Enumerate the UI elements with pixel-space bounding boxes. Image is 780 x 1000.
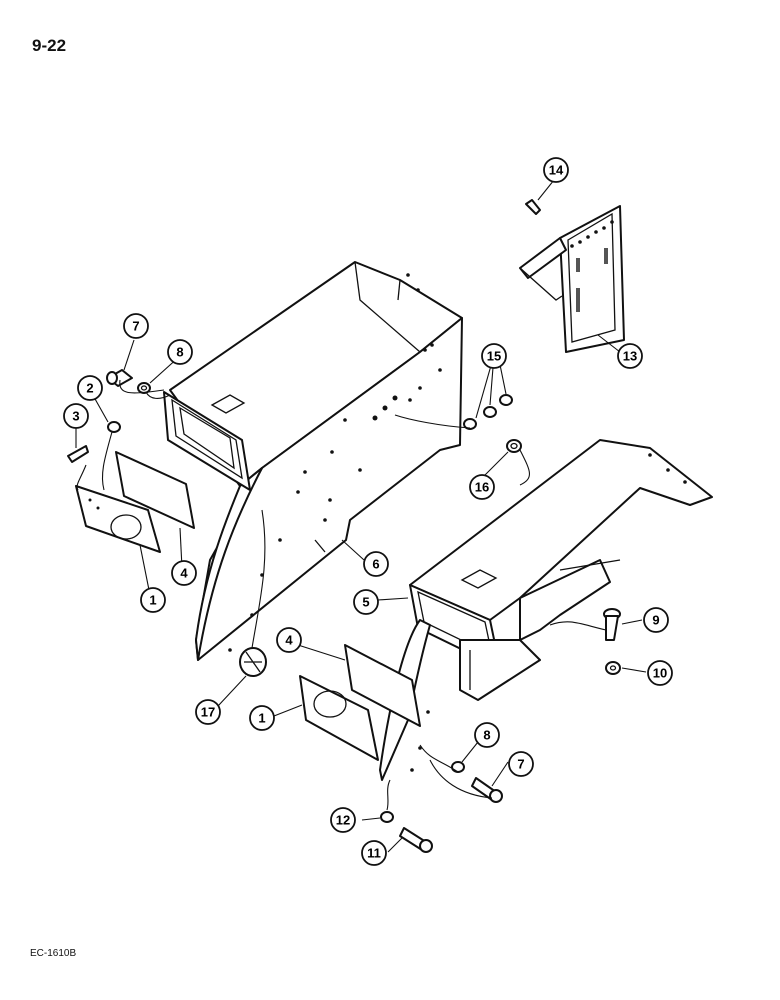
- svg-text:15: 15: [487, 349, 501, 364]
- callout-15: 15: [481, 343, 507, 369]
- bolt-7-upper: [106, 369, 133, 387]
- bolt-9: [603, 608, 621, 641]
- svg-text:16: 16: [475, 480, 489, 495]
- callout-7-upper: 7: [123, 313, 149, 339]
- callout-14: 14: [543, 157, 569, 183]
- callout-17: 17: [195, 699, 221, 725]
- page-number: 9-22: [32, 36, 67, 55]
- reflector-17: [239, 647, 267, 677]
- svg-text:3: 3: [72, 409, 79, 424]
- callout-8-upper: 8: [167, 339, 193, 365]
- svg-text:17: 17: [201, 705, 215, 720]
- callout-11: 11: [361, 840, 387, 866]
- leader-lines: [75, 179, 647, 853]
- callout-10: 10: [647, 660, 673, 686]
- bolt-11: [399, 827, 433, 853]
- svg-text:13: 13: [623, 349, 637, 364]
- callout-7-lower: 7: [508, 751, 534, 777]
- callout-1-upper: 1: [140, 587, 166, 613]
- lamp-bracket-1-upper: [75, 485, 161, 553]
- svg-text:8: 8: [483, 728, 490, 743]
- svg-text:9: 9: [652, 613, 659, 628]
- left-fender: [163, 261, 463, 661]
- svg-text:2: 2: [86, 381, 93, 396]
- washer-12: [380, 811, 394, 823]
- svg-text:11: 11: [367, 846, 381, 861]
- svg-text:4: 4: [285, 633, 293, 648]
- svg-text:14: 14: [549, 163, 564, 178]
- nut-2: [107, 421, 121, 433]
- grommet-16: [506, 439, 522, 453]
- lamp-bracket-1-lower: [299, 675, 379, 761]
- callout-9: 9: [643, 607, 669, 633]
- washer-10: [605, 661, 621, 675]
- svg-text:5: 5: [362, 595, 369, 610]
- callout-1-lower: 1: [249, 705, 275, 731]
- svg-text:1: 1: [149, 593, 156, 608]
- plate-4-lower: [344, 644, 421, 727]
- svg-text:6: 6: [372, 557, 379, 572]
- figure-code: EC-1610B: [30, 948, 77, 959]
- bracket-13: [519, 205, 625, 353]
- screw-14: [525, 199, 541, 215]
- callout-4-lower: 4: [276, 627, 302, 653]
- bolt-7-lower: [471, 777, 503, 803]
- callout-6: 6: [363, 551, 389, 577]
- callout-3: 3: [63, 403, 89, 429]
- callout-16: 16: [469, 474, 495, 500]
- callout-4-upper: 4: [171, 560, 197, 586]
- svg-text:8: 8: [176, 345, 183, 360]
- callout-8-lower: 8: [474, 722, 500, 748]
- callout-5: 5: [353, 589, 379, 615]
- callout-2: 2: [77, 375, 103, 401]
- washer-8-lower: [451, 761, 465, 773]
- svg-text:1: 1: [258, 711, 265, 726]
- svg-text:4: 4: [180, 566, 188, 581]
- svg-text:7: 7: [132, 319, 139, 334]
- right-fender: [379, 439, 713, 781]
- svg-text:10: 10: [653, 666, 667, 681]
- callout-13: 13: [617, 343, 643, 369]
- washer-8-upper: [137, 382, 151, 394]
- svg-text:12: 12: [336, 813, 350, 828]
- svg-text:7: 7: [517, 757, 524, 772]
- plugs-15: [463, 394, 513, 430]
- plate-4-upper: [115, 451, 195, 529]
- callout-12: 12: [330, 807, 356, 833]
- screw-3: [67, 445, 89, 463]
